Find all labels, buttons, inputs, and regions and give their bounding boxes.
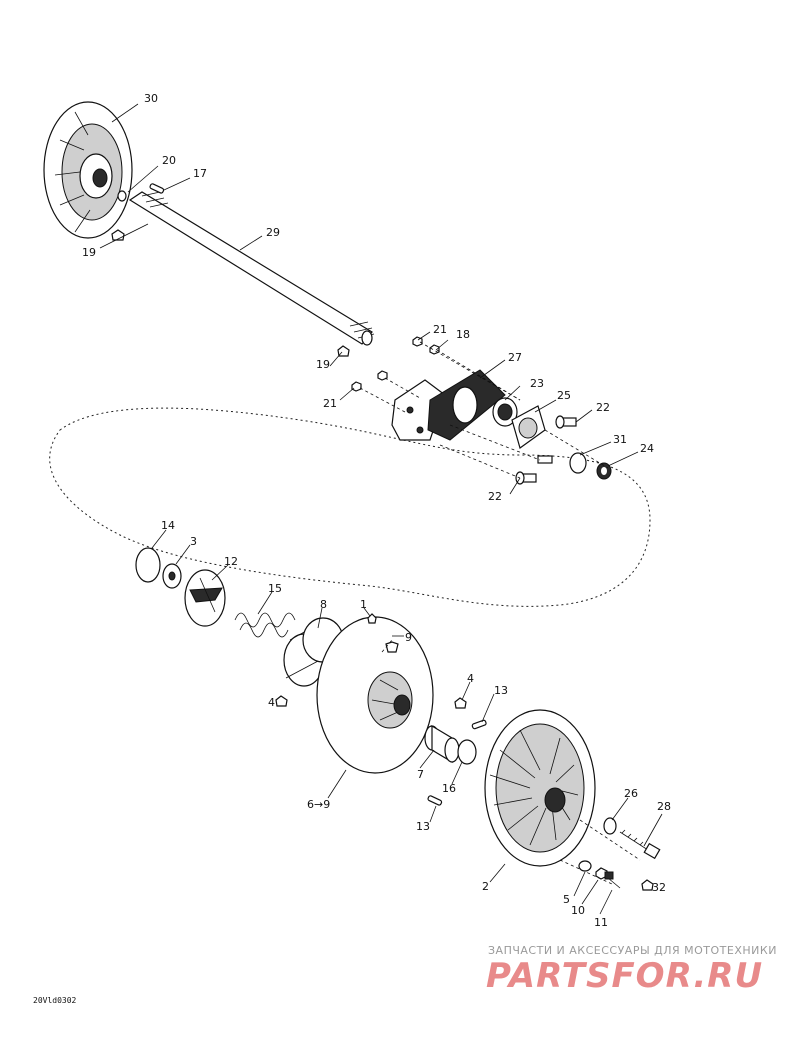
callout-9: 9 bbox=[405, 631, 412, 644]
callout-27: 27 bbox=[508, 351, 522, 364]
callout-32: 32 bbox=[652, 881, 666, 894]
callout-21: 21 bbox=[433, 323, 447, 336]
callout-5: 5 bbox=[563, 893, 570, 906]
nut-19a bbox=[111, 229, 125, 241]
callout-12: 12 bbox=[224, 555, 238, 568]
callout-15: 15 bbox=[268, 582, 282, 595]
spring-15 bbox=[234, 612, 296, 638]
key-17 bbox=[149, 183, 165, 194]
nut-32 bbox=[641, 879, 654, 891]
callout-18: 18 bbox=[456, 328, 470, 341]
fixed-sheave-2 bbox=[484, 709, 596, 867]
watermark-logo: PARTSFOR.RU bbox=[486, 956, 764, 996]
callout-7: 7 bbox=[417, 768, 424, 781]
leader-lines bbox=[99, 103, 663, 915]
callout-1: 1 bbox=[360, 598, 367, 611]
ring-14 bbox=[135, 547, 161, 583]
callout-30: 30 bbox=[144, 92, 158, 105]
callout-22: 22 bbox=[596, 401, 610, 414]
pin-9 bbox=[385, 641, 399, 653]
nut-21b bbox=[351, 381, 362, 392]
callout-8: 8 bbox=[320, 598, 327, 611]
cam-12 bbox=[184, 569, 226, 627]
bolt-22a bbox=[555, 415, 577, 429]
callout-11: 11 bbox=[594, 916, 608, 929]
bearing-plate-group bbox=[391, 369, 546, 449]
callout-26: 26 bbox=[624, 787, 638, 800]
callout-19: 19 bbox=[316, 358, 330, 371]
callout-25: 25 bbox=[557, 389, 571, 402]
bushing-7 bbox=[424, 724, 460, 764]
bolt-22c bbox=[537, 455, 553, 464]
nut-4b bbox=[454, 697, 467, 709]
callout-3: 3 bbox=[190, 535, 197, 548]
ring-31 bbox=[569, 452, 587, 474]
callout-4: 4 bbox=[467, 672, 474, 685]
pin-13a bbox=[471, 719, 487, 730]
callout-6-9: 6→9 bbox=[307, 798, 330, 811]
driven-shaft-29 bbox=[128, 191, 375, 346]
callout-20: 20 bbox=[162, 154, 176, 167]
washer-20 bbox=[117, 190, 127, 202]
callout-13: 13 bbox=[494, 684, 508, 697]
washer-26 bbox=[603, 817, 617, 835]
ring-16 bbox=[457, 739, 477, 765]
nut-4a bbox=[275, 695, 288, 707]
sliding-sheave-6 bbox=[316, 616, 434, 774]
watermark-tagline: ЗАПЧАСТИ И АКСЕССУАРЫ ДЛЯ МОТОТЕХНИКИ bbox=[488, 944, 777, 957]
callout-14: 14 bbox=[161, 519, 175, 532]
callout-10: 10 bbox=[571, 904, 585, 917]
callout-17: 17 bbox=[193, 167, 207, 180]
nut-21c bbox=[377, 370, 388, 381]
fixed-sheave-30 bbox=[43, 101, 133, 239]
washer-5 bbox=[578, 860, 592, 872]
screw-1 bbox=[367, 613, 377, 624]
pin-13b bbox=[427, 795, 443, 806]
callout-21: 21 bbox=[323, 397, 337, 410]
drawing-code: 20Vld0302 bbox=[33, 996, 77, 1005]
callout-2: 2 bbox=[482, 880, 489, 893]
bolt-28 bbox=[619, 829, 661, 860]
callout-19: 19 bbox=[82, 246, 96, 259]
callout-4: 4 bbox=[268, 696, 275, 709]
callout-16: 16 bbox=[442, 782, 456, 795]
callout-23: 23 bbox=[530, 377, 544, 390]
callout-31: 31 bbox=[613, 433, 627, 446]
callout-13: 13 bbox=[416, 820, 430, 833]
callout-24: 24 bbox=[640, 442, 654, 455]
callout-22: 22 bbox=[488, 490, 502, 503]
screw-11 bbox=[604, 871, 621, 889]
callout-28: 28 bbox=[657, 800, 671, 813]
callout-29: 29 bbox=[266, 226, 280, 239]
